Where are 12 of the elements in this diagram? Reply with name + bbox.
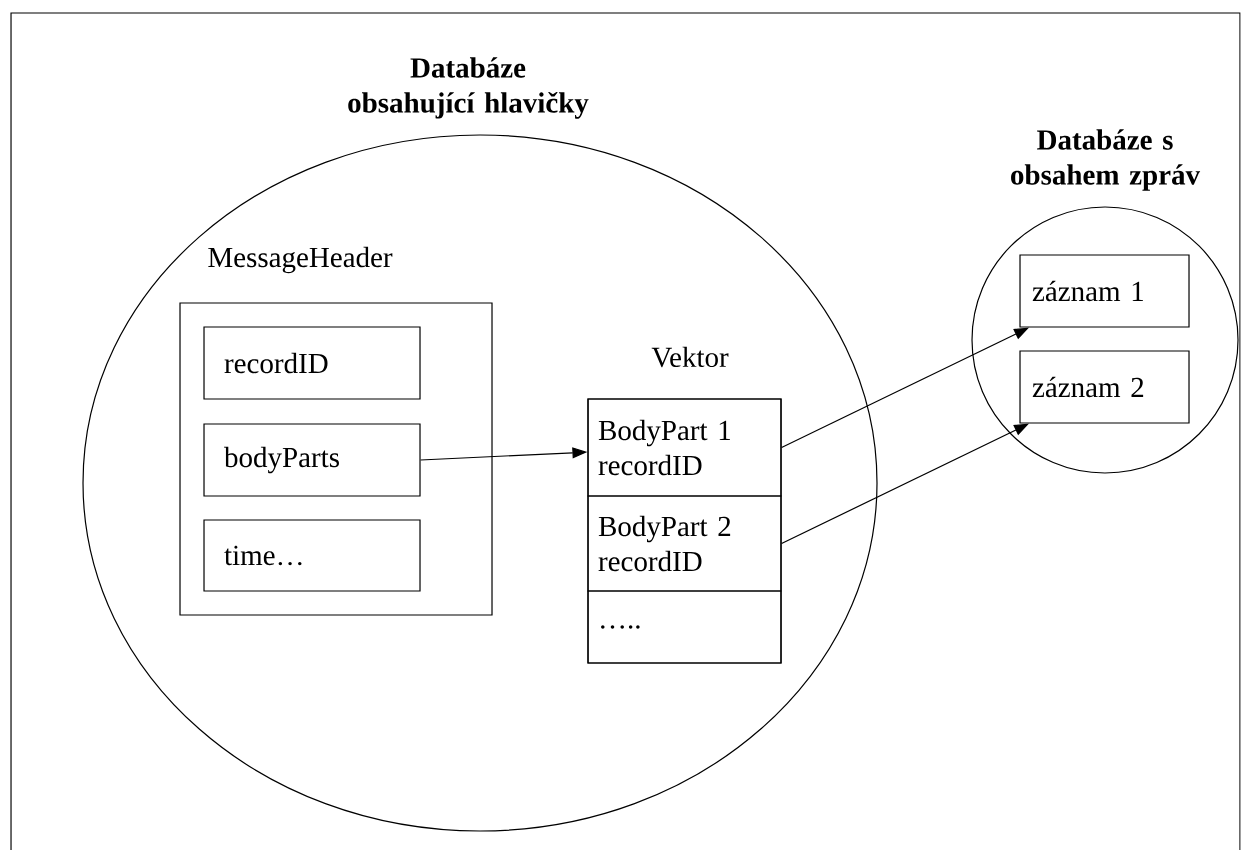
cell: ….. [587,590,782,664]
field-box: time… [203,519,421,592]
cell: BodyPart 2 recordID [587,495,782,592]
heading: Databáze obsahující hlavičky [348,57,589,119]
field-box: záznam 2 [1019,350,1190,424]
field-box: bodyParts [203,423,421,497]
field-box: záznam 1 [1019,254,1190,328]
cell: BodyPart 1 recordID [587,398,782,497]
heading: Databáze s obsahem zpráv [1011,129,1201,191]
field-box: recordID [203,326,421,400]
heading: Vektor [651,346,729,368]
heading: MessageHeader [208,246,393,274]
